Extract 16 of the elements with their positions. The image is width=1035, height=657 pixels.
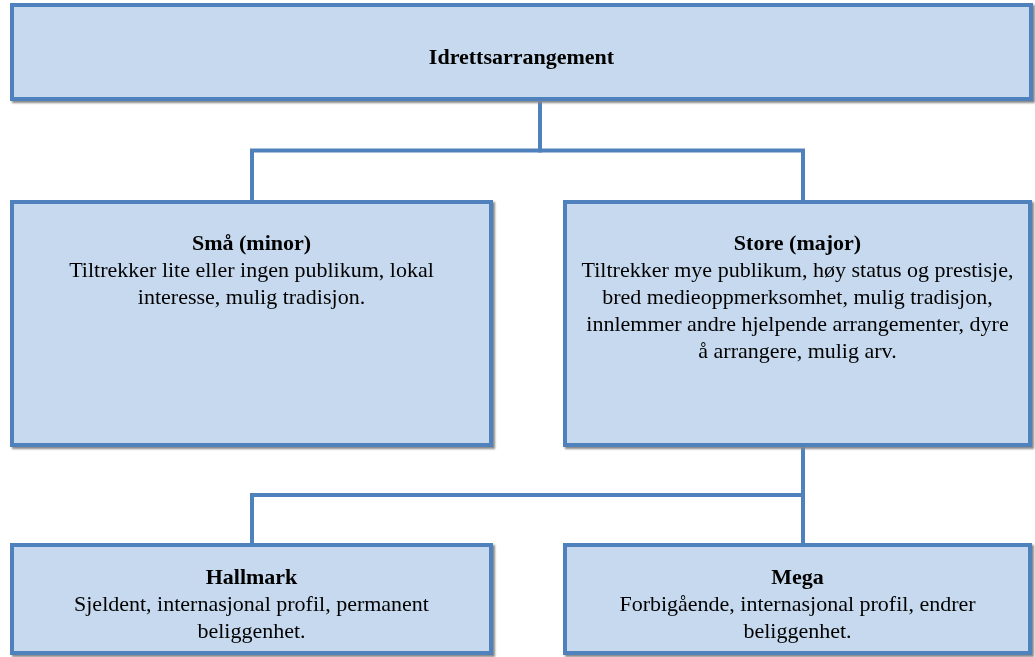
category-box bbox=[563, 543, 1032, 655]
category-box bbox=[10, 543, 493, 655]
box-heading: Hallmark bbox=[204, 563, 299, 590]
connector-line bbox=[538, 101, 805, 200]
box-description: Tiltrekker mye publikum, høy status og prestisje, bred medieoppmerksomhet, mulig tradisjon, innlemmer andre hjelpende arrangementer, dyre å arrangere, mulig arv. bbox=[581, 256, 1014, 364]
connector-line bbox=[801, 447, 805, 543]
box-heading: Små (minor) bbox=[190, 229, 313, 256]
box-description: Tiltrekker lite eller ingen publikum, lokal interesse, mulig tradisjon. bbox=[68, 256, 435, 310]
category-box bbox=[10, 3, 1033, 101]
category-box bbox=[563, 200, 1032, 447]
category-box bbox=[10, 200, 493, 447]
box-description: Forbigående, internasjonal profil, endrer beliggenhet. bbox=[618, 590, 977, 644]
box-heading: Idrettsarrangement bbox=[427, 43, 616, 70]
box-heading: Store (major) bbox=[732, 229, 863, 256]
box-heading: Mega bbox=[770, 563, 825, 590]
box-description: Sjeldent, internasjonal profil, permanent beliggenhet. bbox=[73, 590, 430, 644]
